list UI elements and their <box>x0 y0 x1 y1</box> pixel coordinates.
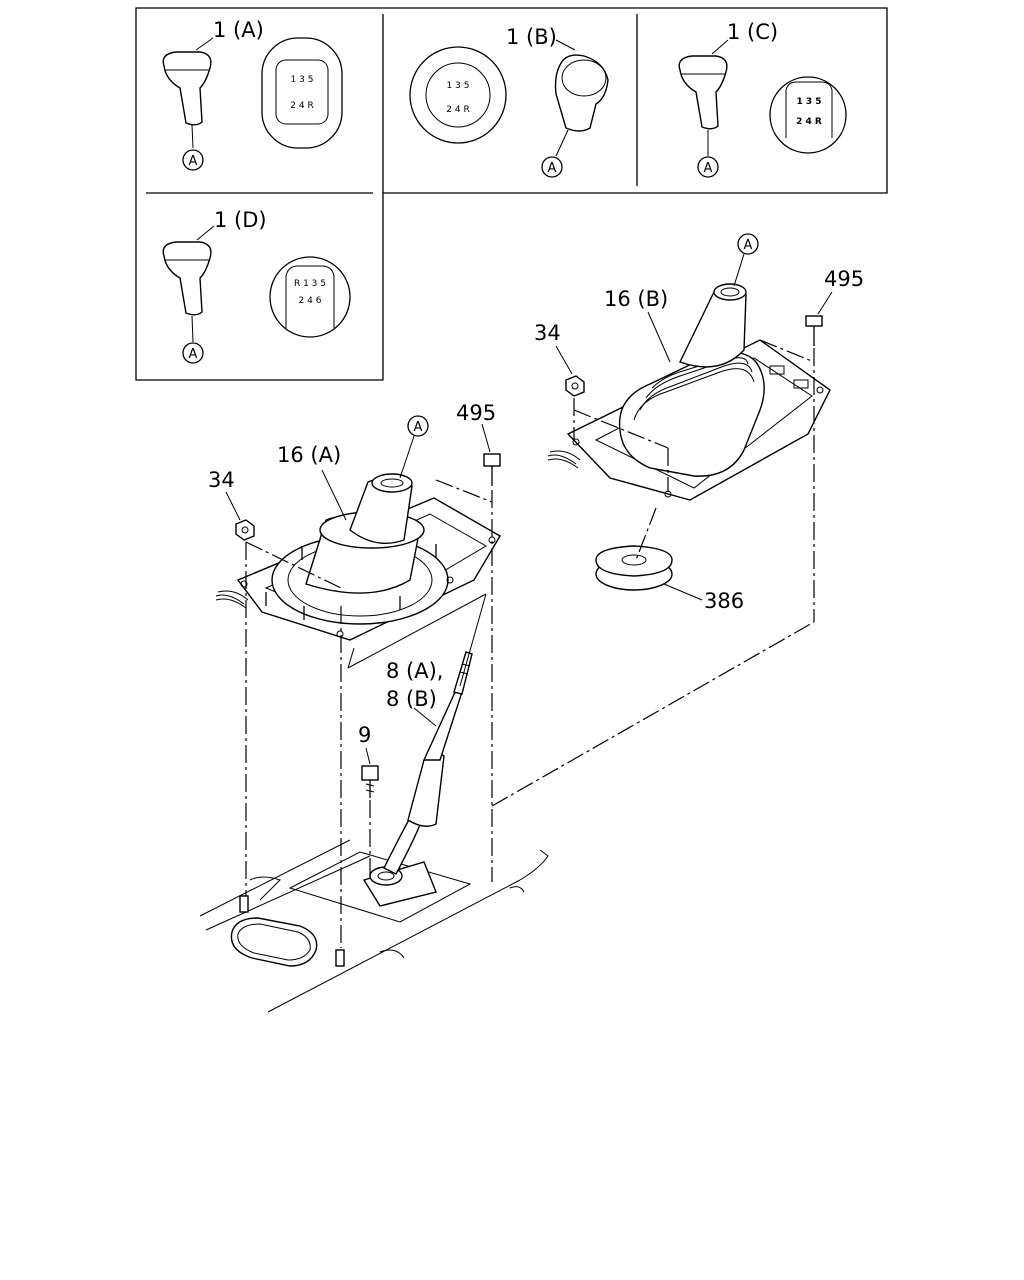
label-34-left: 34 <box>208 468 235 492</box>
assembly-lines <box>245 339 815 948</box>
ref-marker-icon <box>182 342 204 364</box>
label-495-right: 495 <box>824 267 864 291</box>
ref-marker-icon <box>697 156 719 178</box>
svg-text:A: A <box>414 420 423 435</box>
svg-text:A: A <box>548 161 557 176</box>
label-1a: 1 (A) <box>213 18 264 42</box>
bolt-9 <box>361 765 379 798</box>
label-495-left: 495 <box>456 401 496 425</box>
shift-pattern-1d-bottom: 2 4 6 <box>299 296 322 306</box>
knob-1a: 1 (A) A 1 3 5 2 4 R <box>162 18 343 171</box>
label-8a: 8 (A), <box>386 659 443 683</box>
ref-marker-icon <box>407 415 429 437</box>
boot-16b-assembly <box>547 283 831 501</box>
shift-pattern-1c-bottom: 2 4 R <box>796 117 822 127</box>
shift-pattern-1d-top: R 1 3 5 <box>294 279 326 289</box>
shift-pattern-1c-top: 1 3 5 <box>796 97 821 107</box>
svg-text:A: A <box>189 347 198 362</box>
svg-text:A: A <box>744 238 753 253</box>
label-9: 9 <box>358 723 371 747</box>
label-386: 386 <box>704 589 744 613</box>
bolt-495-right <box>805 315 823 346</box>
knob-1b: 1 3 5 2 4 R 1 (B) A <box>409 25 609 178</box>
ref-marker-icon <box>182 149 204 171</box>
damper-386 <box>595 545 673 591</box>
label-34-right: 34 <box>534 321 561 345</box>
nut-34-left <box>235 519 255 541</box>
knob-variants-panel <box>135 7 888 381</box>
studs <box>239 895 345 967</box>
knob-1c: 1 (C) A 1 3 5 2 4 R <box>678 20 847 178</box>
ref-marker-icon <box>541 156 563 178</box>
svg-text:A: A <box>189 154 198 169</box>
lever-8 <box>362 651 473 907</box>
label-1b: 1 (B) <box>506 25 557 49</box>
label-16a: 16 (A) <box>277 443 341 467</box>
boot-16a-assembly <box>215 473 501 641</box>
label-16b: 16 (B) <box>604 287 668 311</box>
callouts: 16 (A) A 495 34 8 (A), 8 (B) 9 A 16 (B) … <box>208 233 864 765</box>
shift-pattern-1a-top: 1 3 5 <box>291 75 314 85</box>
shift-pattern-1b-top: 1 3 5 <box>447 81 470 91</box>
label-8b: 8 (B) <box>386 687 437 711</box>
label-1c: 1 (C) <box>727 20 778 44</box>
shift-pattern-1b-bottom: 2 4 R <box>446 105 469 115</box>
ref-marker-icon <box>737 233 759 255</box>
knob-1d: 1 (D) A R 1 3 5 2 4 6 <box>162 208 351 364</box>
label-1d: 1 (D) <box>214 208 267 232</box>
nut-34-right <box>565 375 585 397</box>
bolt-495-left <box>483 453 501 486</box>
shift-pattern-1a-bottom: 2 4 R <box>290 101 313 111</box>
floor-panel <box>199 839 549 1013</box>
svg-text:A: A <box>704 161 713 176</box>
